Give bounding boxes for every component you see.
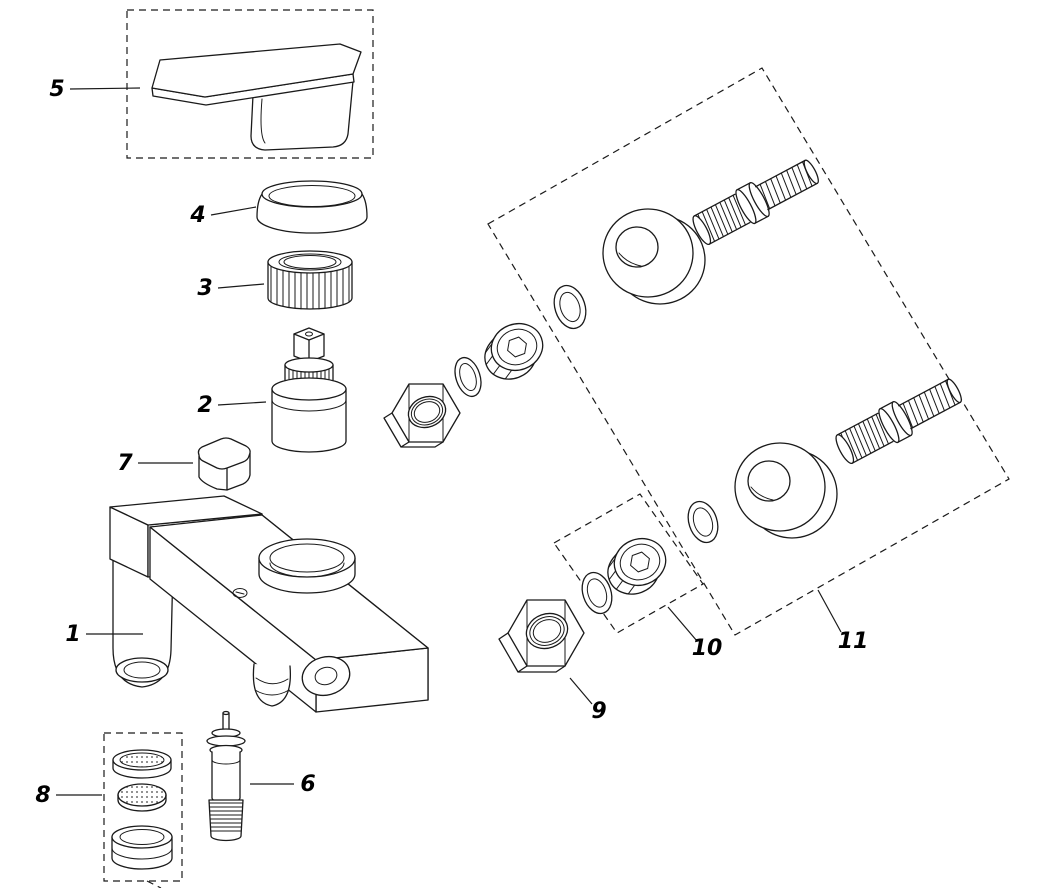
- part-6-diverter-cartridge: [206, 710, 246, 842]
- part-3-retaining-nut: [267, 250, 353, 310]
- part-3-leader: [217, 283, 265, 289]
- part-11-union-bottom: [835, 378, 962, 465]
- part-8-dashed-box: [103, 732, 183, 882]
- bottom-o-ring-2: [687, 500, 719, 544]
- part-11-union-top: [692, 159, 819, 246]
- part-2-leader: [217, 401, 267, 406]
- part-11-escutcheon-bottom: [734, 442, 838, 539]
- top-o-ring: [553, 284, 587, 330]
- part-3-label: 3: [197, 276, 212, 301]
- part-4-dome-cover: [256, 180, 368, 234]
- part-8-aerator-assembly: [111, 749, 173, 870]
- top-flat-washer: [454, 356, 482, 398]
- part-8-label: 8: [35, 783, 50, 808]
- part-9-union-nut: [498, 599, 585, 673]
- part-11-dashed-box: [487, 67, 1010, 636]
- part-7-label: 7: [117, 451, 133, 476]
- part-10-leader: [667, 606, 698, 642]
- part-5-label: 5: [49, 77, 64, 102]
- part-10-o-ring: [581, 571, 613, 615]
- part-10-label: 10: [692, 636, 723, 661]
- part-5-handle: [151, 43, 362, 151]
- part-4-leader: [210, 206, 257, 216]
- part-10-dashed-box: [553, 493, 704, 634]
- part-5-dashed-box: [126, 9, 374, 159]
- part-9-leader: [569, 677, 593, 705]
- part-10-check-valve: [607, 537, 667, 595]
- part-2-cartridge: [271, 327, 347, 453]
- part-1-tap-body: [109, 495, 429, 713]
- part-7-diverter-cap: [197, 437, 251, 491]
- part-6-label: 6: [300, 772, 315, 797]
- part-8-box-tail: [146, 880, 162, 888]
- part-11-escutcheon-top: [602, 208, 706, 305]
- part-5-leader: [69, 87, 141, 90]
- part-2-label: 2: [197, 393, 212, 418]
- top-inlet-nut: [383, 383, 461, 448]
- part-9-label: 9: [591, 699, 606, 724]
- part-11-label: 11: [838, 629, 869, 654]
- part-11-leader: [817, 589, 842, 633]
- top-check-valve: [484, 322, 544, 380]
- part-4-label: 4: [189, 203, 205, 228]
- part-1-label: 1: [65, 622, 80, 647]
